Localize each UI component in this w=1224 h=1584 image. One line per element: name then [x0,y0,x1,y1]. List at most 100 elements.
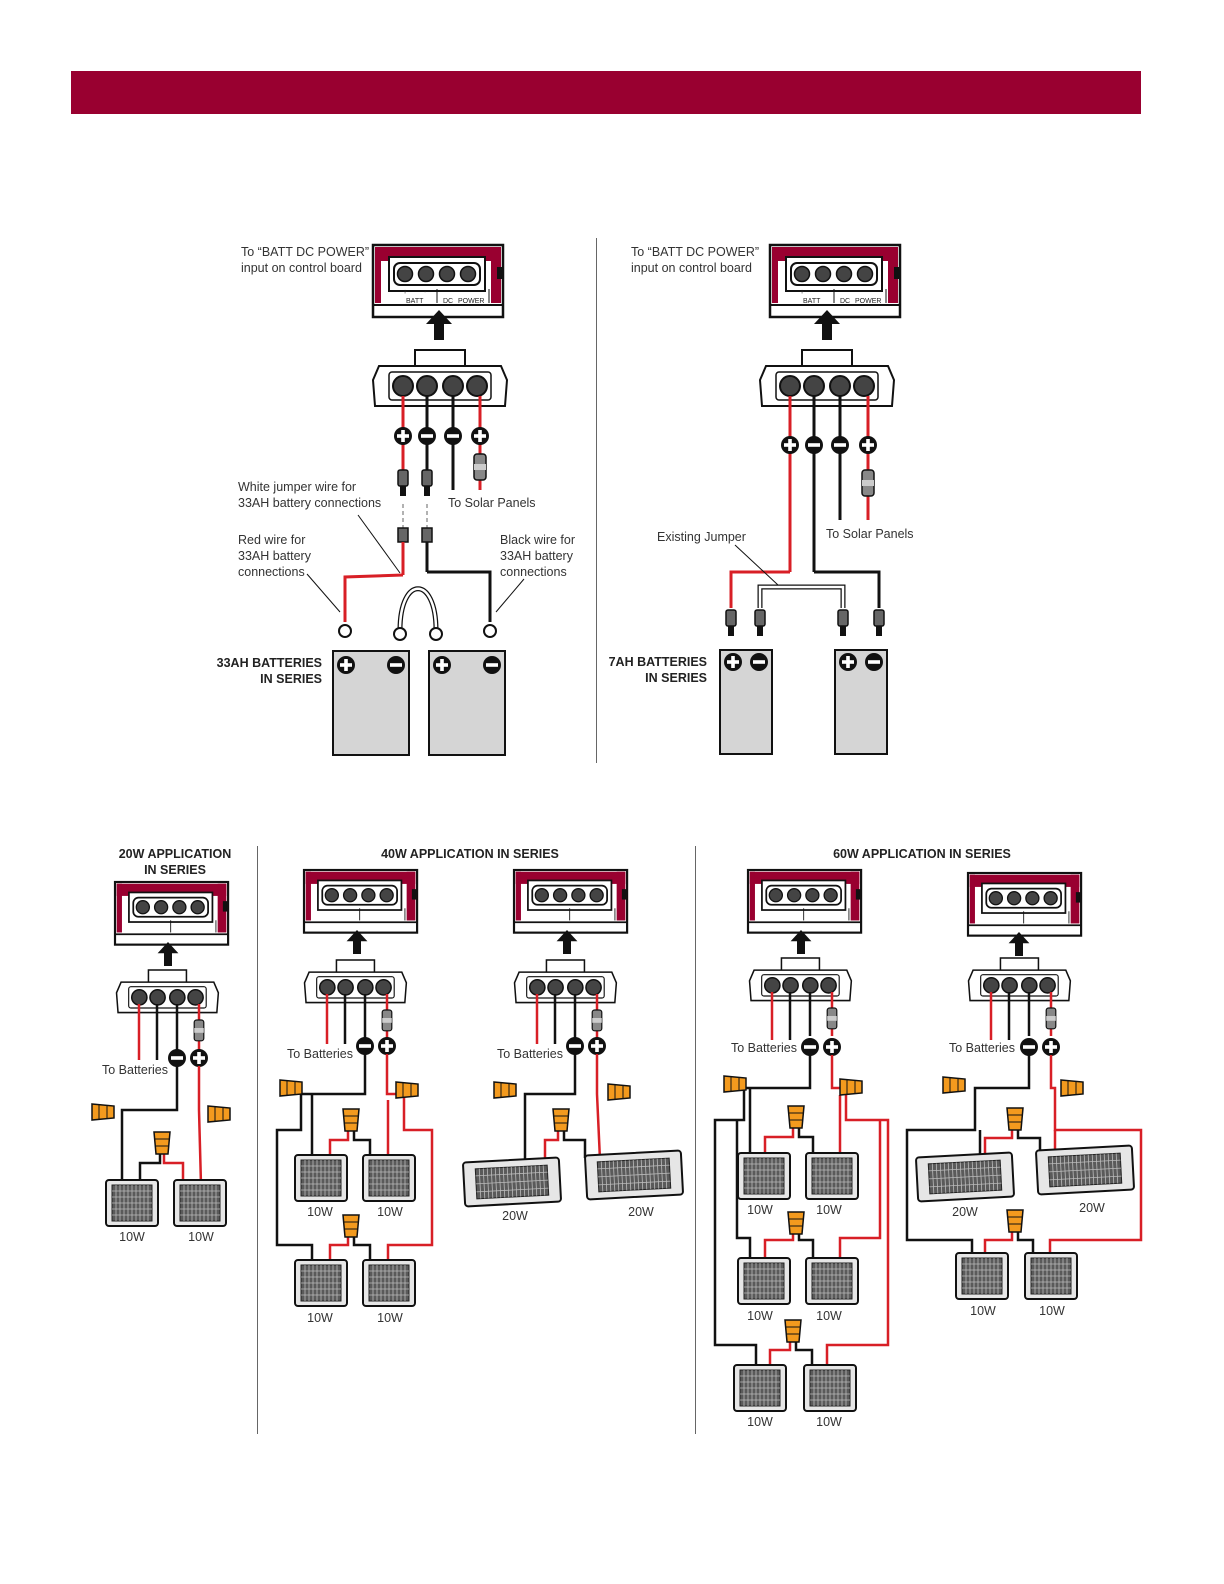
to-solar-label: To Solar Panels [448,496,536,510]
plus-icon [378,1037,396,1055]
black-note-1: Black wire for [500,533,575,547]
header-bar [71,71,1141,114]
control-board [113,880,230,946]
divider-bottom-right [695,846,696,1434]
app-40w-title: 40W APPLICATION IN SERIES [381,847,559,861]
minus-icon [356,1037,374,1055]
minus-icon [801,1038,819,1056]
batteries-title-2: IN SERIES [645,671,707,685]
solar-panel-20w [1034,1144,1136,1196]
wire-nut-icon [942,1076,966,1094]
diagram-33ah: + - BATT DC POWER To “BATT DC POWER” inp… [217,243,575,756]
red-note-3: connections [238,565,305,579]
diagram-7ah: + BATT DC POWER To “BATT DC POWER” input… [609,243,914,755]
panel-label: 10W [377,1311,403,1325]
panel-label: 10W [307,1205,333,1219]
plus-icon [781,436,799,454]
wire-nut-icon [552,1108,570,1132]
board-power-label: POWER [855,298,881,305]
wire-nut-icon [784,1319,802,1343]
to-batteries-label: To Batteries [102,1063,168,1077]
panel-label: 10W [377,1205,403,1219]
control-board [302,868,419,934]
plug-connector [115,969,220,1014]
wire-nut-icon [207,1105,231,1123]
solar-panel-20w [583,1149,685,1201]
jumper-note-1: White jumper wire for [238,480,356,494]
solar-panel-10w [362,1259,416,1307]
to-board-label-2: input on control board [631,261,752,275]
app-20w-title-2: IN SERIES [144,863,206,877]
panel-label: 10W [970,1304,996,1318]
solar-panel-10w [737,1257,791,1305]
to-solar-label: To Solar Panels [826,527,914,541]
plus-icon [724,653,742,671]
solar-panel-10w [362,1154,416,1202]
panel-label: 10W [188,1230,214,1244]
plug-connector [513,959,618,1004]
plug-connector [372,349,508,407]
solar-panel-10w [294,1154,348,1202]
panel-label: 10W [816,1309,842,1323]
batteries-title-1: 7AH BATTERIES [609,655,707,669]
control-board [371,243,505,319]
plus-icon [823,1038,841,1056]
minus-icon [865,653,883,671]
jumper-note-2: 33AH battery connections [238,496,381,510]
control-board [512,868,629,934]
solar-panel-10w [733,1364,787,1412]
control-board [768,243,902,319]
wire-nut-icon [279,1079,303,1097]
to-board-label: To “BATT DC POWER” [631,245,759,259]
board-plus: + [403,289,407,296]
minus-icon [750,653,768,671]
wire-nut-icon [91,1103,115,1121]
fuse-icon [193,1019,205,1042]
solar-panel-10w [294,1259,348,1307]
plug-connector [748,957,853,1002]
to-board-label: To “BATT DC POWER” [241,245,369,259]
black-note-2: 33AH battery [500,549,574,563]
app-60w-title: 60W APPLICATION IN SERIES [833,847,1011,861]
wire-nut-icon [787,1105,805,1129]
wire-nut-icon [1006,1107,1024,1131]
plus-icon [190,1049,208,1067]
panel-label: 10W [307,1311,333,1325]
red-note-1: Red wire for [238,533,305,547]
panel-label: 10W [747,1415,773,1429]
minus-icon [387,656,405,674]
wire-nut-icon [607,1083,631,1101]
board-batt-label: BATT [803,298,821,305]
wire-nut-icon [342,1108,360,1132]
fuse-icon [473,453,487,481]
board-plus: + [800,289,804,296]
plus-icon [1042,1038,1060,1056]
to-batteries-label: To Batteries [949,1041,1015,1055]
quick-connector-icon [421,469,433,497]
solar-panel-10w [737,1152,791,1200]
solar-panel-10w [805,1152,859,1200]
board-minus: - [424,289,427,296]
wire-nut-icon [493,1081,517,1099]
control-board [966,871,1083,937]
minus-icon [805,436,823,454]
board-dc-label: DC [840,298,850,305]
minus-icon [1020,1038,1038,1056]
wire-nut-icon [1006,1209,1024,1233]
batteries-title-2: IN SERIES [260,672,322,686]
panel-label: 10W [747,1309,773,1323]
existing-jumper-label: Existing Jumper [657,530,746,544]
wire-nut-icon [153,1131,171,1155]
solar-panel-10w [955,1252,1009,1300]
panel-label: 20W [628,1205,654,1219]
black-note-3: connections [500,565,567,579]
app-20w: 20W APPLICATION IN SERIES To Batteries 1… [91,847,231,1244]
panel-label: 10W [816,1203,842,1217]
solar-panel-20w [914,1151,1016,1203]
quick-connector-icon [397,469,409,497]
board-batt-label: BATT [406,298,424,305]
fuse-icon [591,1009,603,1032]
wire-nut-icon [787,1211,805,1235]
red-note-2: 33AH battery [238,549,312,563]
quick-connector-icon [725,609,737,637]
